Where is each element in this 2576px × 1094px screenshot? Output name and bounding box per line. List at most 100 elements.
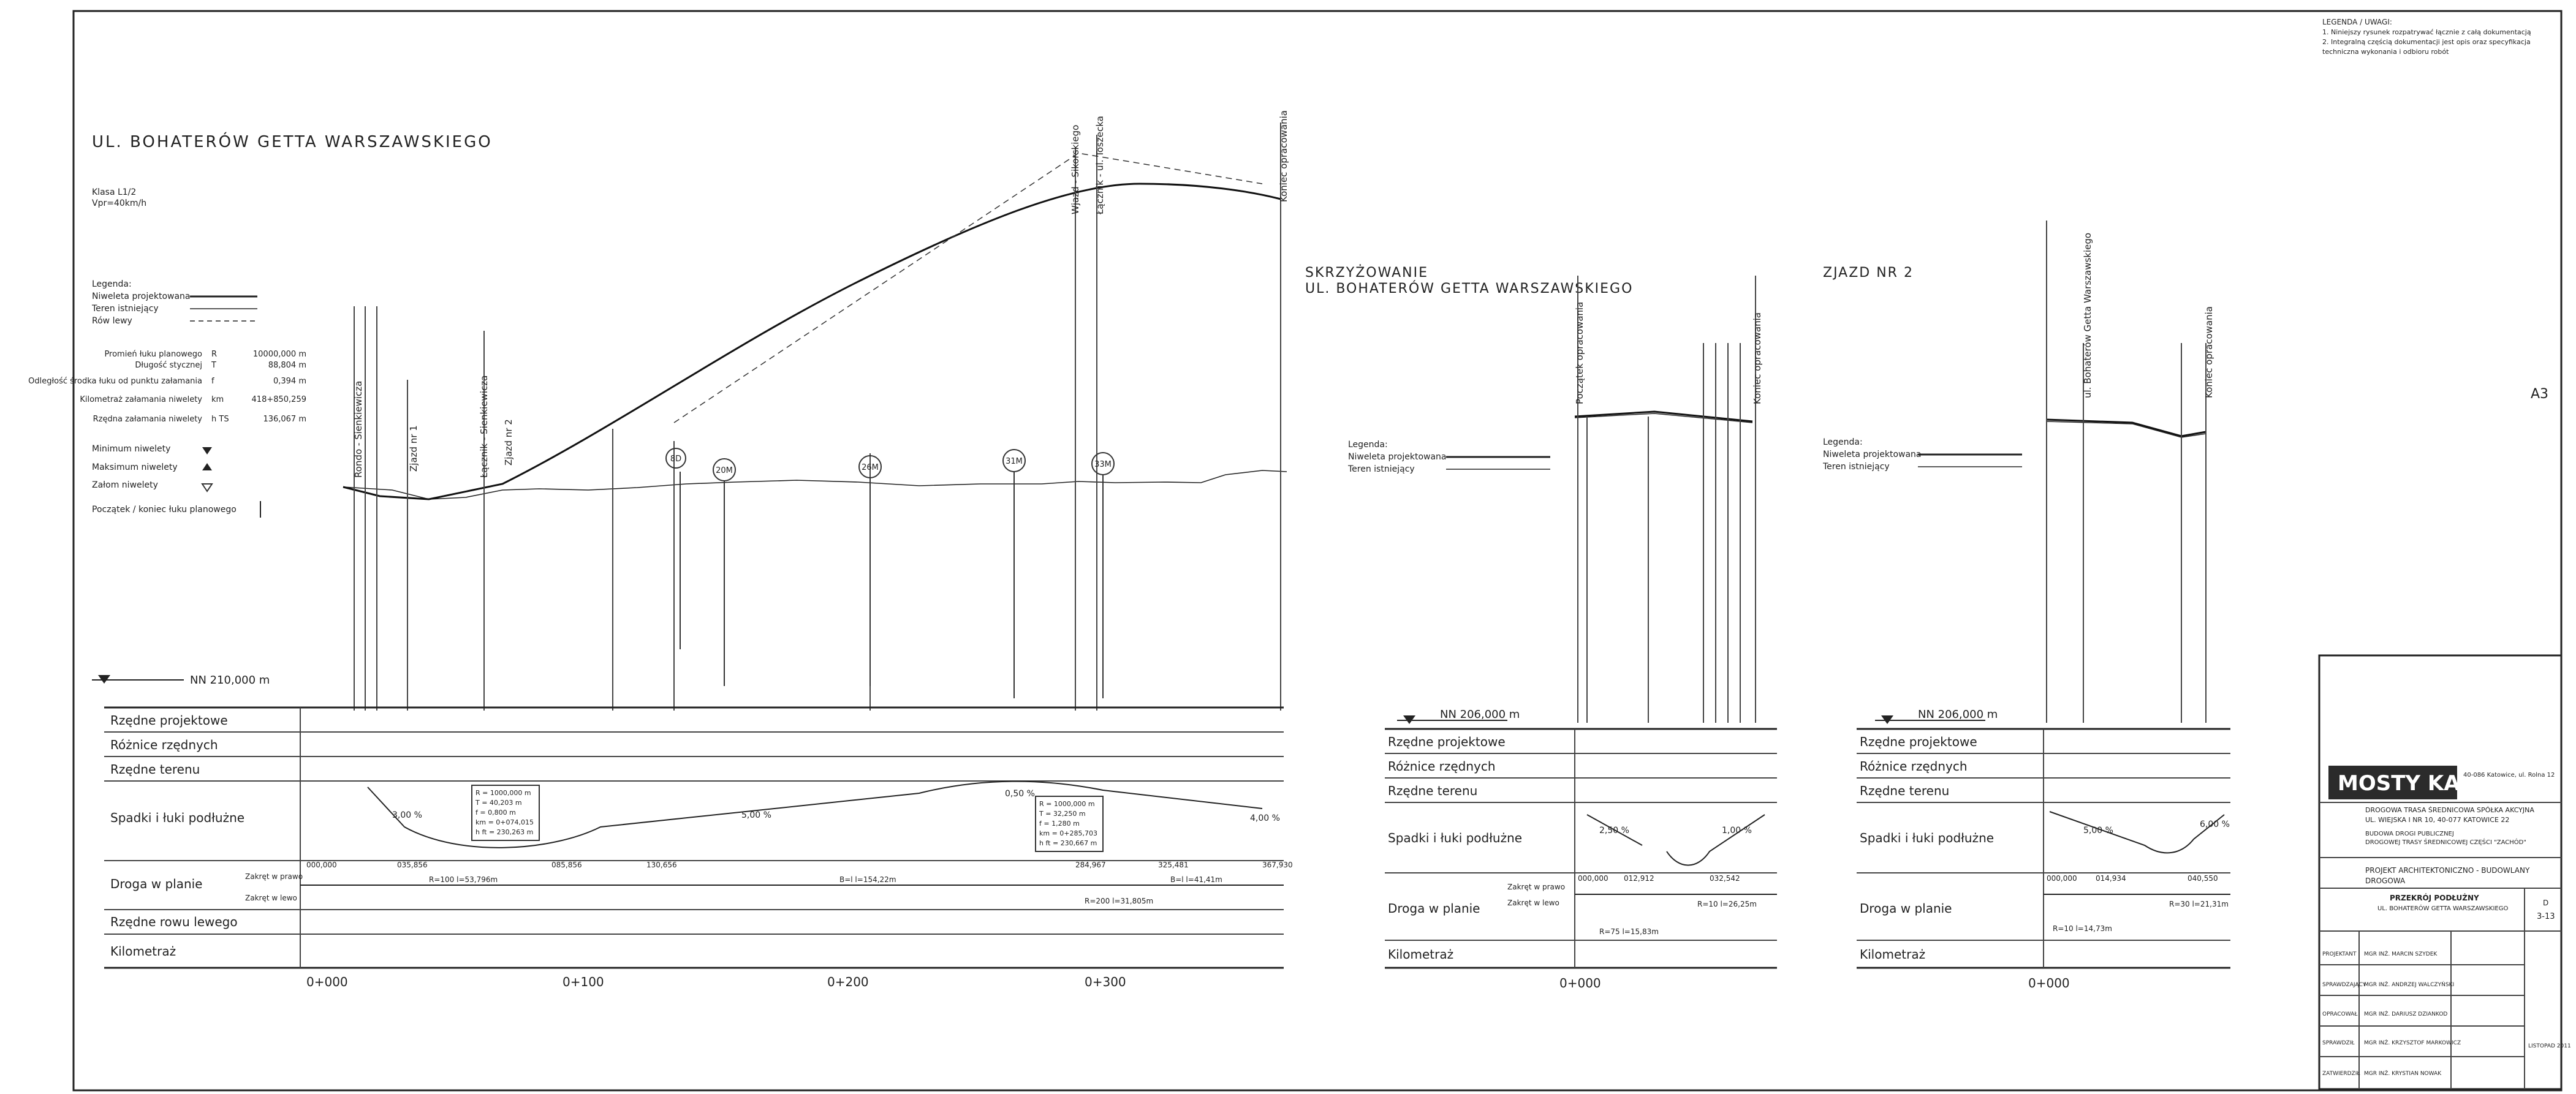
km-label: 0+000 — [306, 975, 348, 989]
arc-param-val: 88,804 m — [268, 361, 306, 370]
left-arc-params: Promień łuku planowego R 10000,000 m Dłu… — [28, 350, 306, 424]
left-grade-line — [343, 183, 1281, 500]
datum-icon — [1881, 715, 1893, 724]
svg-text:R=10 l=14,73m: R=10 l=14,73m — [2053, 924, 2112, 933]
svg-text:2,50 %: 2,50 % — [1599, 826, 1629, 836]
borehole-label: 20M — [716, 466, 733, 475]
svg-text:Spadki i łuki podłużne: Spadki i łuki podłużne — [1860, 831, 1994, 845]
svg-text:SPRAWDZIŁ: SPRAWDZIŁ — [2322, 1040, 2355, 1046]
borehole-label: 33M — [1094, 460, 1112, 469]
slope-label: 0,50 % — [1005, 789, 1035, 799]
svg-text:ZATWIERDZIŁ: ZATWIERDZIŁ — [2322, 1071, 2360, 1077]
svg-text:Rzędne projektowe: Rzędne projektowe — [1388, 734, 1506, 749]
mid-legend-title: Legenda: — [1348, 440, 1388, 450]
svg-text:032,542: 032,542 — [1710, 874, 1740, 883]
maximum-icon — [202, 463, 212, 470]
station-label-toszecka: Łącznik - ul. Toszecka — [1094, 116, 1105, 215]
svg-text:OPRACOWAŁ: OPRACOWAŁ — [2322, 1011, 2358, 1017]
left-legend-item-2: Teren istniejący — [91, 304, 159, 314]
mid-datum: NN 206,000 m — [1440, 708, 1520, 721]
svg-text:Kilometraż: Kilometraż — [1860, 947, 1925, 962]
svg-text:Spadki i łuki podłużne: Spadki i łuki podłużne — [1388, 831, 1522, 845]
svg-text:130,656: 130,656 — [646, 861, 677, 869]
svg-text:SPRAWDZAJĄCY: SPRAWDZAJĄCY — [2322, 982, 2366, 988]
notes-block: LEGENDA / UWAGI: 1. Niniejszy rysunek ro… — [2322, 18, 2531, 56]
symbol-maximum: Maksimum niwelety — [92, 462, 178, 472]
svg-text:R = 1000,000 m: R = 1000,000 m — [475, 789, 531, 797]
right-datum: NN 206,000 m — [1918, 708, 1998, 721]
arc-param-val: 136,067 m — [263, 415, 306, 424]
svg-text:km = 0+074,015: km = 0+074,015 — [475, 818, 534, 826]
svg-text:Niweleta projektowana: Niweleta projektowana — [1348, 452, 1447, 462]
right-profile-section: ZJAZD NR 2 Legenda: Niweleta projektowan… — [1822, 221, 2230, 990]
km-label: 0+300 — [1085, 975, 1126, 989]
svg-text:000,000: 000,000 — [1578, 874, 1608, 883]
svg-text:B=l l=41,41m: B=l l=41,41m — [1170, 875, 1222, 884]
svg-text:40-086 Katowice, ul. Rolna 12: 40-086 Katowice, ul. Rolna 12 — [2463, 772, 2555, 779]
svg-text:DROGOWA TRASA ŚREDNICOWA SPÓŁK: DROGOWA TRASA ŚREDNICOWA SPÓŁKA AKCYJNA — [2365, 806, 2534, 814]
svg-text:km = 0+285,703: km = 0+285,703 — [1039, 829, 1097, 837]
borehole-marker — [665, 448, 686, 469]
datum-icon — [98, 675, 110, 684]
right-profile-table — [1857, 728, 2230, 969]
borehole-label: 8D — [670, 455, 681, 464]
arc-param-sym: f — [211, 377, 214, 386]
svg-text:Koniec opracowania: Koniec opracowania — [2203, 306, 2214, 398]
arc-param-label: Kilometraż załamania niwelety — [80, 395, 202, 404]
station-label-zjazd2: Zjazd nr 2 — [503, 419, 514, 466]
right-title: ZJAZD NR 2 — [1823, 265, 1914, 281]
svg-text:f = 1,280 m: f = 1,280 m — [1039, 820, 1080, 828]
slope-label: 4,00 % — [1250, 813, 1280, 823]
left-datum: NN 210,000 m — [190, 674, 270, 687]
svg-text:LISTOPAD 2011: LISTOPAD 2011 — [2528, 1043, 2571, 1049]
right-terrain-line — [2046, 421, 2207, 438]
left-row-label: Droga w planie — [110, 877, 203, 891]
svg-text:Rzędne terenu: Rzędne terenu — [1388, 783, 1477, 798]
arc-param-sym: h TS — [211, 415, 229, 424]
svg-text:R=75 l=15,83m: R=75 l=15,83m — [1599, 927, 1659, 936]
left-row-label: Różnice rzędnych — [110, 738, 218, 752]
mid-profile-table — [1385, 728, 1777, 969]
svg-text:325,481: 325,481 — [1158, 861, 1189, 869]
svg-text:h ft = 230,667 m: h ft = 230,667 m — [1039, 839, 1097, 847]
svg-text:MGR INŻ. MARCIN SZYDEK: MGR INŻ. MARCIN SZYDEK — [2364, 951, 2438, 957]
svg-text:Teren istniejący: Teren istniejący — [1347, 464, 1415, 474]
left-boreholes: 8D 20M 26M 31M 33M — [665, 448, 1115, 698]
svg-text:367,930: 367,930 — [1262, 861, 1293, 869]
svg-text:ul. Bohaterów Getta Warszawski: ul. Bohaterów Getta Warszawskiego — [2082, 233, 2093, 398]
left-row-label: Kilometraż — [110, 944, 176, 959]
arc-param-sym: T — [211, 361, 216, 370]
svg-text:h ft = 230,263 m: h ft = 230,263 m — [475, 828, 533, 836]
svg-text:Różnice rzędnych: Różnice rzędnych — [1388, 759, 1496, 774]
svg-text:Droga w planie: Droga w planie — [1388, 901, 1480, 916]
station-label-lacznik: Łącznik - Sienkiewicza — [479, 375, 490, 478]
svg-text:MGR INŻ. DARIUSZ DZIANKOD: MGR INŻ. DARIUSZ DZIANKOD — [2364, 1011, 2447, 1017]
svg-text:012,912: 012,912 — [1624, 874, 1654, 883]
arc-param-label: Rzędna załamania niwelety — [93, 415, 203, 424]
svg-text:Kilometraż: Kilometraż — [1388, 947, 1453, 962]
borehole-label: 31M — [1006, 457, 1023, 466]
left-row-label: Spadki i łuki podłużne — [110, 810, 244, 825]
svg-text:014,934: 014,934 — [2096, 874, 2126, 883]
svg-text:R=200 l=31,805m: R=200 l=31,805m — [1085, 897, 1153, 905]
svg-text:techniczna wykonania i odbioru: techniczna wykonania i odbioru robót — [2322, 48, 2449, 56]
svg-text:DROGOWA: DROGOWA — [2365, 877, 2406, 885]
mid-title-2: UL. BOHATERÓW GETTA WARSZAWSKIEGO — [1305, 281, 1633, 296]
arc-param-sym: R — [211, 350, 217, 359]
km-label: 0+200 — [827, 975, 869, 989]
svg-text:f = 0,800 m: f = 0,800 m — [475, 809, 516, 817]
left-row-label: Rzędne rowu lewego — [110, 915, 238, 929]
svg-text:DROGOWEJ TRASY ŚREDNICOWEJ CZĘ: DROGOWEJ TRASY ŚREDNICOWEJ CZĘŚCI "ZACHÓ… — [2365, 838, 2526, 846]
left-row-label: Rzędne projektowe — [110, 713, 228, 728]
turn-right: Zakręt w prawo — [245, 872, 303, 881]
arc-param-label: Odległość środka łuku od punktu załamani… — [28, 377, 202, 386]
svg-text:BUDOWA DROGI PUBLICZNEJ: BUDOWA DROGI PUBLICZNEJ — [2365, 831, 2454, 837]
right-grade-line — [2046, 418, 2207, 437]
svg-text:Rzędne projektowe: Rzędne projektowe — [1860, 734, 1977, 749]
svg-text:T = 40,203 m: T = 40,203 m — [475, 799, 522, 807]
left-title: UL. BOHATERÓW GETTA WARSZAWSKIEGO — [92, 132, 493, 151]
mid-terrain-line — [1574, 413, 1753, 423]
svg-text:T = 32,250 m: T = 32,250 m — [1039, 810, 1086, 818]
svg-text:0+000: 0+000 — [2028, 976, 2070, 990]
svg-text:1,00 %: 1,00 % — [1722, 826, 1752, 836]
